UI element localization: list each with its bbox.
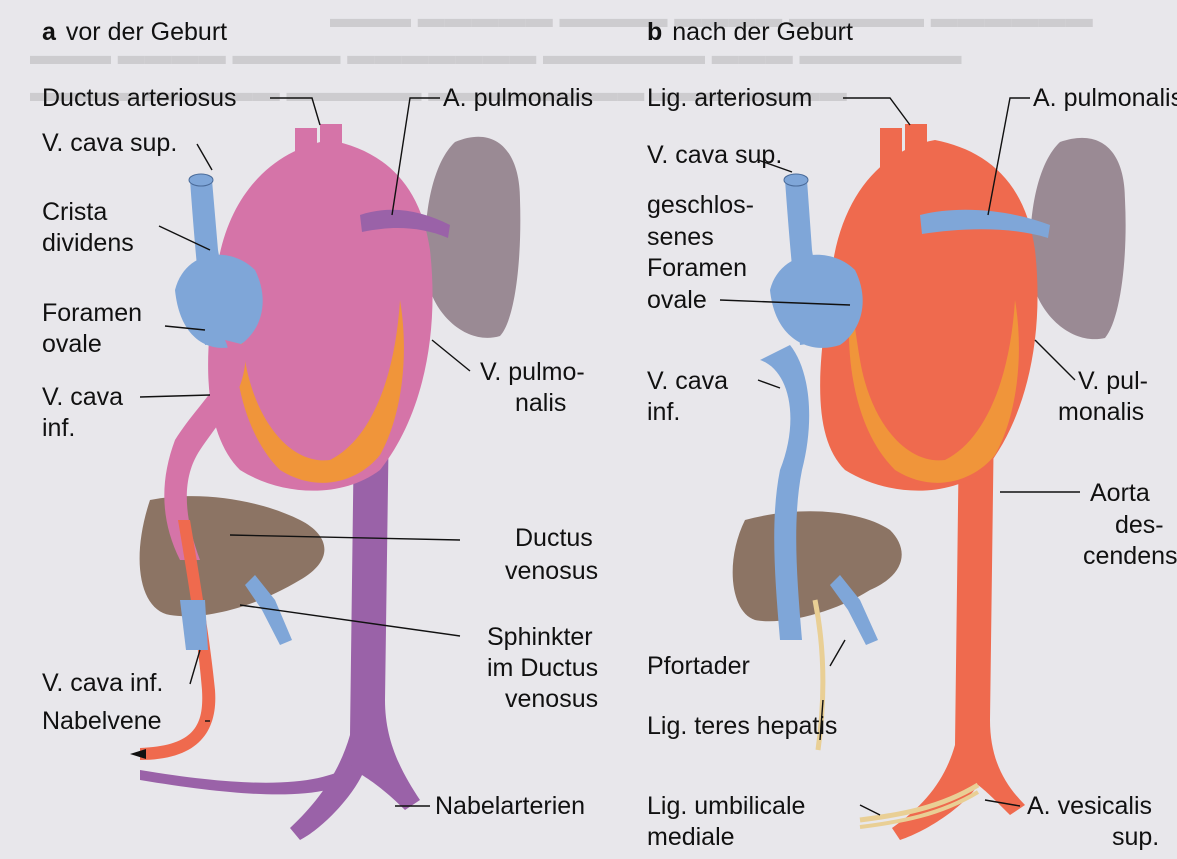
label-lig-umbilicale-2: mediale	[647, 822, 735, 852]
label-lig-umbilicale-1: Lig. umbilicale	[647, 791, 805, 821]
label-ductus-arteriosus: Ductus arteriosus	[42, 83, 237, 113]
label-v-cava-inf-a-1: V. cava	[42, 382, 123, 412]
label-nabelvene: Nabelvene	[42, 706, 162, 736]
label-a-vesicalis-2: sup.	[1112, 822, 1159, 852]
label-aorta-2: des-	[1115, 510, 1164, 540]
leader-v-cava-inf-low	[190, 650, 200, 684]
label-v-pulm-a-1: V. pulmo-	[480, 357, 585, 387]
label-a-vesicalis-1: A. vesicalis	[1027, 791, 1152, 821]
label-sphinkter-2: im Ductus	[487, 653, 598, 683]
panel-b-title: nach der Geburt	[672, 18, 853, 46]
svc-opening-b	[784, 174, 808, 186]
label-v-cava-inf-a-2: inf.	[42, 413, 75, 443]
label-crista-2: dividens	[42, 228, 134, 258]
panel-a-title: vor der Geburt	[66, 18, 227, 46]
leader-lig-umbilicale	[860, 805, 880, 815]
label-foramen-a-2: ovale	[42, 329, 102, 359]
label-foramen-a-1: Foramen	[42, 298, 142, 328]
label-crista-1: Crista	[42, 197, 107, 227]
lung-a	[425, 137, 520, 338]
leader-pfortader	[830, 640, 845, 666]
leader-ductus-arteriosus	[270, 98, 320, 125]
label-v-cava-sup-b: V. cava sup.	[647, 140, 782, 170]
label-aorta-3: cendens	[1083, 541, 1177, 571]
vessel-top-1-b	[880, 128, 902, 168]
lung-b	[1030, 138, 1125, 339]
panel-b-heading: b nach der Geburt	[647, 17, 853, 47]
label-lig-arteriosum: Lig. arteriosum	[647, 83, 812, 113]
leader-v-pulm-b	[1035, 340, 1075, 380]
leader-lig-arteriosum	[843, 98, 910, 125]
label-nabelarterien: Nabelarterien	[435, 791, 585, 821]
leader-v-cava-sup-a	[197, 144, 212, 170]
label-ductus-venosus-1: Ductus	[515, 523, 593, 553]
panel-b-letter: b	[647, 18, 662, 46]
panel-a-illustration	[130, 124, 520, 840]
leader-v-cava-inf-b	[758, 380, 780, 388]
inflow-arrow-a	[130, 749, 146, 759]
vessel-top-2-b	[905, 124, 927, 164]
panel-a-heading: a vor der Geburt	[42, 17, 227, 47]
label-v-cava-sup-a: V. cava sup.	[42, 128, 177, 158]
vessel-top-1-a	[295, 128, 317, 168]
label-v-pulm-b-1: V. pul-	[1078, 366, 1148, 396]
panel-a-letter: a	[42, 18, 56, 46]
label-v-cava-inf-low: V. cava inf.	[42, 668, 163, 698]
label-v-cava-inf-b-2: inf.	[647, 397, 680, 427]
svc-opening-a	[189, 174, 213, 186]
label-foramen-b-2: senes	[647, 222, 714, 252]
right-atrium-b	[770, 255, 863, 348]
label-aorta-1: Aorta	[1090, 478, 1150, 508]
label-foramen-b-3: Foramen	[647, 253, 747, 283]
label-foramen-b-1: geschlos-	[647, 190, 754, 220]
label-sphinkter-3: venosus	[505, 684, 598, 714]
leader-v-cava-inf-a	[140, 395, 210, 397]
label-lig-teres: Lig. teres hepatis	[647, 711, 837, 741]
label-ductus-venosus-2: venosus	[505, 556, 598, 586]
label-foramen-b-4: ovale	[647, 285, 707, 315]
label-v-pulm-a-2: nalis	[515, 388, 566, 418]
label-v-cava-inf-b-1: V. cava	[647, 366, 728, 396]
right-atrium-a	[175, 255, 263, 348]
ivc-lower-a	[180, 600, 208, 650]
label-sphinkter-1: Sphinkter	[487, 622, 593, 652]
leader-v-pulm-a	[432, 340, 470, 371]
label-pfortader: Pfortader	[647, 651, 750, 681]
label-a-pulmonalis-a: A. pulmonalis	[443, 83, 593, 113]
vessel-top-2-a	[320, 124, 342, 164]
label-a-pulmonalis-b: A. pulmonalis	[1033, 83, 1177, 113]
label-v-pulm-b-2: monalis	[1058, 397, 1144, 427]
